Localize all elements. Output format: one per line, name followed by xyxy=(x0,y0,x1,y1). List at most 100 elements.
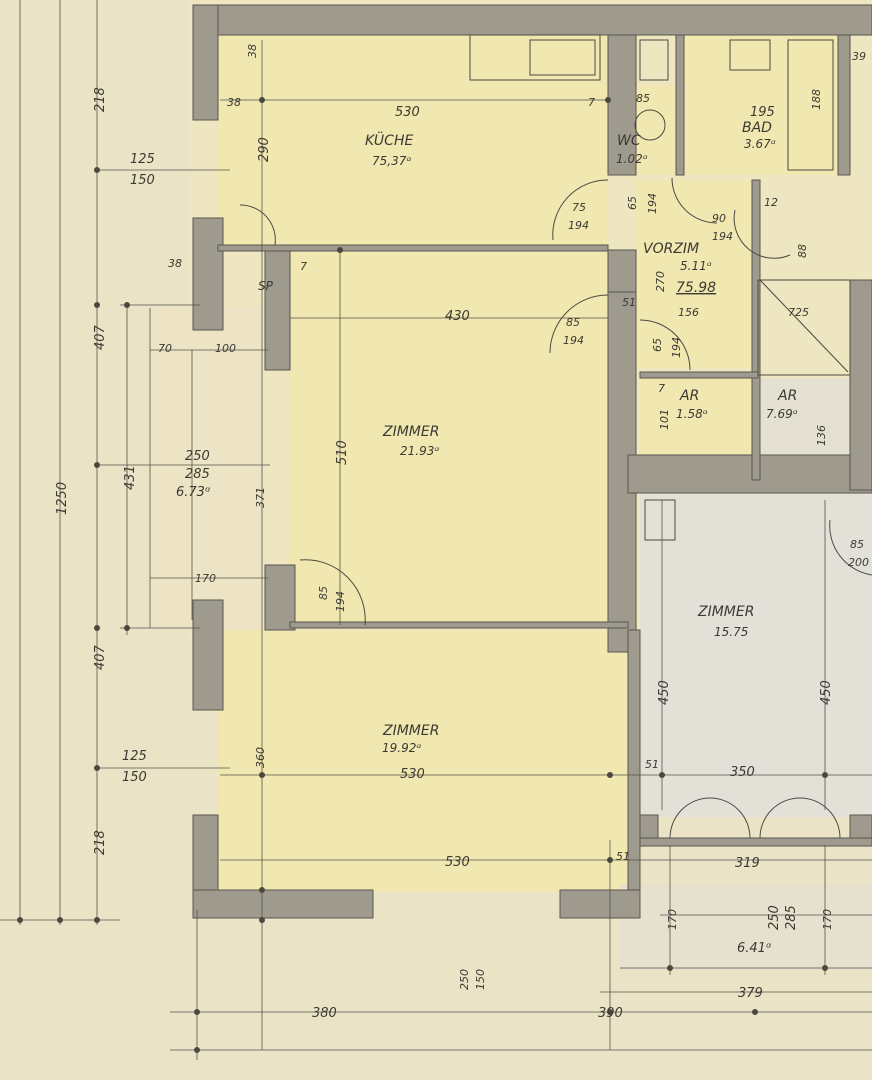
dim-170b: 170 xyxy=(821,909,834,930)
dim-38-top: 38 xyxy=(246,44,259,58)
walls xyxy=(192,4,872,919)
shower-1 xyxy=(757,279,851,376)
dim-7a: 7 xyxy=(588,96,595,109)
sp-label: SP xyxy=(258,279,274,293)
dim-390: 390 xyxy=(598,1006,623,1021)
zimmer2-area: 19.92ᵅ xyxy=(382,741,421,755)
dimension-labels: 218 407 1250 431 407 218 125 150 125 150… xyxy=(55,44,869,1021)
dim-ar-136: 136 xyxy=(815,425,828,446)
zimmer1-label: ZIMMER xyxy=(382,424,439,440)
bad-sink xyxy=(729,39,771,71)
dim-39: 39 xyxy=(852,50,866,63)
dim-88: 88 xyxy=(796,244,809,258)
loggia1-fill xyxy=(150,308,268,628)
dim-door-75: 75 xyxy=(572,201,586,214)
dim-left-407a: 407 xyxy=(93,324,108,350)
zimmer3-fill xyxy=(640,492,872,817)
dim-51b: 51 xyxy=(645,758,659,771)
dim-125b: 125 xyxy=(122,749,147,764)
dim-door-194c: 194 xyxy=(712,230,733,243)
dim-door-65a: 65 xyxy=(626,196,639,210)
dim-379: 379 xyxy=(738,986,763,1001)
dim-door-65b: 65 xyxy=(651,338,664,352)
dim-12: 12 xyxy=(764,196,778,209)
dim-left-431: 431 xyxy=(123,465,138,490)
wc-label: WC xyxy=(617,133,641,149)
dim-door-194a: 194 xyxy=(568,219,589,232)
dim-319: 319 xyxy=(735,856,760,871)
zimmer1-fill xyxy=(290,252,608,624)
dim-zimmer-510: 510 xyxy=(335,440,350,465)
dim-85-right: 85 xyxy=(850,538,864,551)
dim-door-194b: 194 xyxy=(646,193,659,214)
zimmer2-label: ZIMMER xyxy=(382,723,439,739)
door-swings xyxy=(239,177,872,839)
dim-left-218a: 218 xyxy=(93,87,108,112)
zimmer2-fill xyxy=(218,630,628,892)
bathtub xyxy=(787,39,834,171)
fixtures xyxy=(469,34,851,541)
dim-ar-725: 725 xyxy=(788,306,809,319)
zimmer3-area: 15.75 xyxy=(714,625,748,639)
dim-kueche-290: 290 xyxy=(257,137,272,162)
dim-bad-195: 195 xyxy=(750,105,775,120)
dim-vorzim-156: 156 xyxy=(678,306,699,319)
dim-51c: 51 xyxy=(616,850,630,863)
dim-450a: 450 xyxy=(657,680,672,705)
dim-250-bottom: 250 xyxy=(458,969,471,990)
dim-kueche-530: 530 xyxy=(395,105,420,120)
dim-zimmer-430: 430 xyxy=(445,309,470,324)
loggia2-fill xyxy=(620,885,872,970)
dim-38-sp: 38 xyxy=(168,257,182,270)
dim-door-90: 90 xyxy=(712,212,726,225)
dim-150-bottom: 150 xyxy=(474,969,487,990)
kueche-area: 75,37ᵅ xyxy=(372,154,411,168)
dim-51a: 51 xyxy=(622,296,636,309)
ar1-label: AR xyxy=(679,388,699,404)
ar1-fill xyxy=(640,378,752,454)
dim-zimmer-360: 360 xyxy=(254,747,267,768)
dim-door-194e: 194 xyxy=(670,337,683,358)
dim-ar-101: 101 xyxy=(658,409,671,430)
ar1-area: 1.58ᵅ xyxy=(676,407,708,421)
dim-wc-85: 85 xyxy=(636,92,650,105)
dimension-dots xyxy=(17,97,828,1053)
dim-70: 70 xyxy=(158,342,172,355)
dim-170-left: 170 xyxy=(195,572,216,585)
dim-7c: 7 xyxy=(658,382,665,395)
dim-371: 371 xyxy=(254,487,267,508)
dim-350: 350 xyxy=(730,765,755,780)
dim-door-85: 85 xyxy=(566,316,580,329)
loggia2-width: 250 xyxy=(767,905,782,930)
dim-vorzim-270: 270 xyxy=(654,271,667,292)
dim-150a: 150 xyxy=(130,173,155,188)
vorzim-total: 75.98 xyxy=(676,280,716,296)
dim-zimmer-530a: 530 xyxy=(400,767,425,782)
loggia1-width: 250 xyxy=(185,449,210,464)
dim-150b: 150 xyxy=(122,770,147,785)
ar2-label: AR xyxy=(777,388,797,404)
dim-380: 380 xyxy=(312,1006,337,1021)
vorzim-area: 5.11ᵅ xyxy=(680,259,712,273)
bad-label: BAD xyxy=(742,120,772,136)
dim-door-85b: 85 xyxy=(317,586,330,600)
dim-100: 100 xyxy=(215,342,236,355)
room-fills xyxy=(150,35,872,970)
dim-200-right: 200 xyxy=(848,556,869,569)
bad-fill xyxy=(683,35,838,175)
loggia2-area: 6.41ᵅ xyxy=(737,941,771,956)
ar2-area: 7.69ᵅ xyxy=(766,407,798,421)
dim-door-194d: 194 xyxy=(563,334,584,347)
kueche-label: KÜCHE xyxy=(365,131,413,149)
dim-left-218b: 218 xyxy=(93,830,108,855)
zimmer3-label: ZIMMER xyxy=(697,604,754,620)
dim-170a: 170 xyxy=(666,909,679,930)
dim-left-407b: 407 xyxy=(93,644,108,670)
loggia2-height: 285 xyxy=(784,905,799,930)
dim-125a: 125 xyxy=(130,152,155,167)
dim-door-194f: 194 xyxy=(334,591,347,612)
dim-450b: 450 xyxy=(819,680,834,705)
dim-38-kueche: 38 xyxy=(227,96,241,109)
dim-bad-188: 188 xyxy=(810,89,823,110)
